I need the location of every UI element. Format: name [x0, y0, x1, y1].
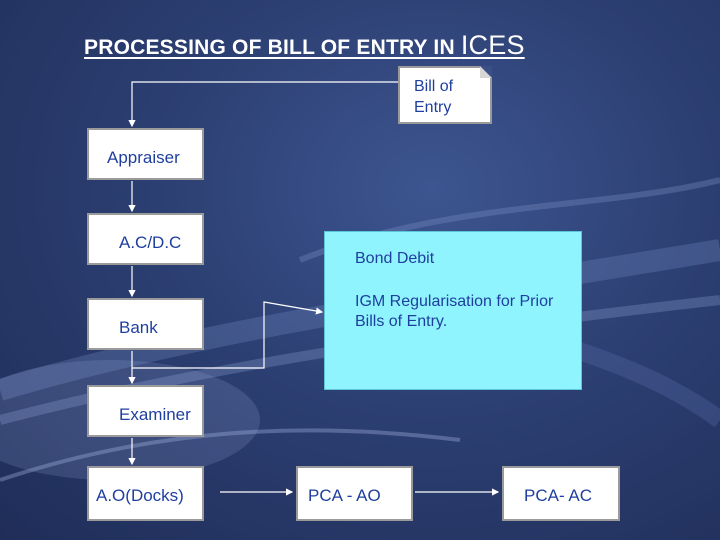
page-title: PROCESSING OF BILL OF ENTRY IN ICES — [84, 30, 525, 61]
bill-label-line2: Entry — [414, 99, 452, 116]
pca-ao-node: PCA - AO — [296, 466, 413, 521]
pca-ac-node: PCA- AC — [502, 466, 620, 521]
bill-label-line1: Bill of — [414, 78, 454, 95]
title-suffix: ICES — [460, 30, 525, 60]
ao-docks-node: A.O(Docks) — [87, 466, 204, 521]
bill-of-entry-node: Bill of Entry — [398, 66, 492, 124]
title-text: PROCESSING OF BILL OF ENTRY IN — [84, 36, 461, 59]
examiner-node: Examiner — [87, 385, 204, 437]
page-fold-icon — [480, 66, 492, 78]
bond-debit-text: Bond Debit — [355, 250, 435, 267]
acdc-node: A.C/D.C — [87, 213, 204, 265]
bill-to-appraiser-connector — [128, 81, 398, 128]
igm-regularisation-text: IGM Regularisation for Prior Bills of En… — [355, 293, 554, 330]
appraiser-node: Appraiser — [87, 128, 204, 180]
bond-igm-panel: Bond Debit IGM Regularisation for Prior … — [324, 231, 582, 390]
bank-node: Bank — [87, 298, 204, 350]
